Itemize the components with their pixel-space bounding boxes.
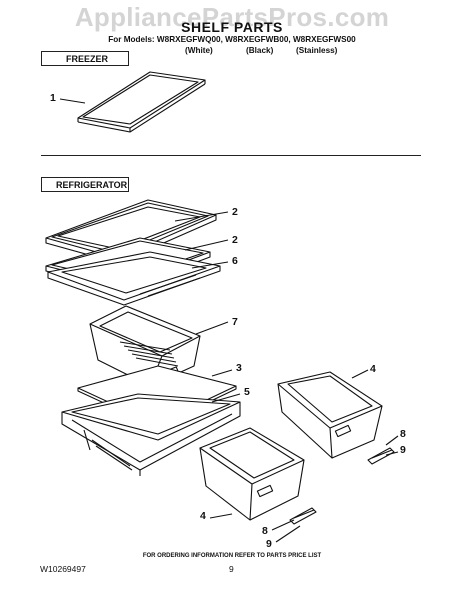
leader-line bbox=[271, 519, 295, 531]
freezer-shelf bbox=[77, 71, 206, 133]
callout-9-left: 9 bbox=[266, 538, 272, 550]
left-crisper-slide bbox=[289, 507, 317, 525]
leader-line bbox=[275, 525, 301, 543]
right-crisper-drawer bbox=[277, 371, 383, 459]
freezer-section-label: FREEZER bbox=[41, 51, 129, 66]
color-black-label: (Black) bbox=[246, 46, 274, 55]
crisper-cover-frame bbox=[61, 393, 241, 476]
document-number: W10269497 bbox=[40, 564, 86, 574]
callout-4-right: 4 bbox=[370, 363, 376, 375]
watermark: AppliancePartsPros.com bbox=[74, 2, 390, 32]
callout-4-left: 4 bbox=[200, 510, 206, 522]
refrigerator-section-label: REFRIGERATOR bbox=[41, 177, 129, 192]
leader-line bbox=[59, 98, 86, 104]
page-number: 9 bbox=[229, 564, 234, 574]
leader-line bbox=[211, 369, 233, 377]
leader-line bbox=[195, 321, 229, 335]
leader-line bbox=[209, 513, 233, 519]
color-white-label: (White) bbox=[185, 46, 213, 55]
callout-8-left: 8 bbox=[262, 525, 268, 537]
callout-5: 5 bbox=[244, 386, 250, 398]
right-crisper-slide bbox=[367, 447, 395, 465]
section-divider bbox=[41, 155, 421, 156]
callout-7: 7 bbox=[232, 316, 238, 328]
leader-line bbox=[211, 393, 241, 403]
leader-line bbox=[385, 435, 399, 446]
models-line: For Models: W8RXEGFWQ00, W8RXEGFWB00, W8… bbox=[108, 35, 356, 44]
callout-8-right: 8 bbox=[400, 428, 406, 440]
callout-3: 3 bbox=[236, 362, 242, 374]
callout-1: 1 bbox=[50, 92, 56, 104]
callout-6: 6 bbox=[232, 255, 238, 267]
ordering-note: FOR ORDERING INFORMATION REFER TO PARTS … bbox=[142, 553, 322, 559]
callout-9-right: 9 bbox=[400, 444, 406, 456]
color-stainless-label: (Stainless) bbox=[296, 46, 338, 55]
page-title: SHELF PARTS bbox=[181, 19, 283, 35]
leader-line bbox=[351, 369, 369, 379]
left-crisper-drawer bbox=[199, 427, 305, 521]
leader-line bbox=[191, 261, 229, 269]
leader-line bbox=[174, 211, 229, 222]
leader-line bbox=[385, 451, 399, 456]
leader-line bbox=[184, 239, 229, 251]
callout-2-top-shelf: 2 bbox=[232, 206, 238, 218]
callout-2-second-shelf: 2 bbox=[232, 234, 238, 246]
refrigerator-shelf-frame bbox=[47, 251, 221, 306]
